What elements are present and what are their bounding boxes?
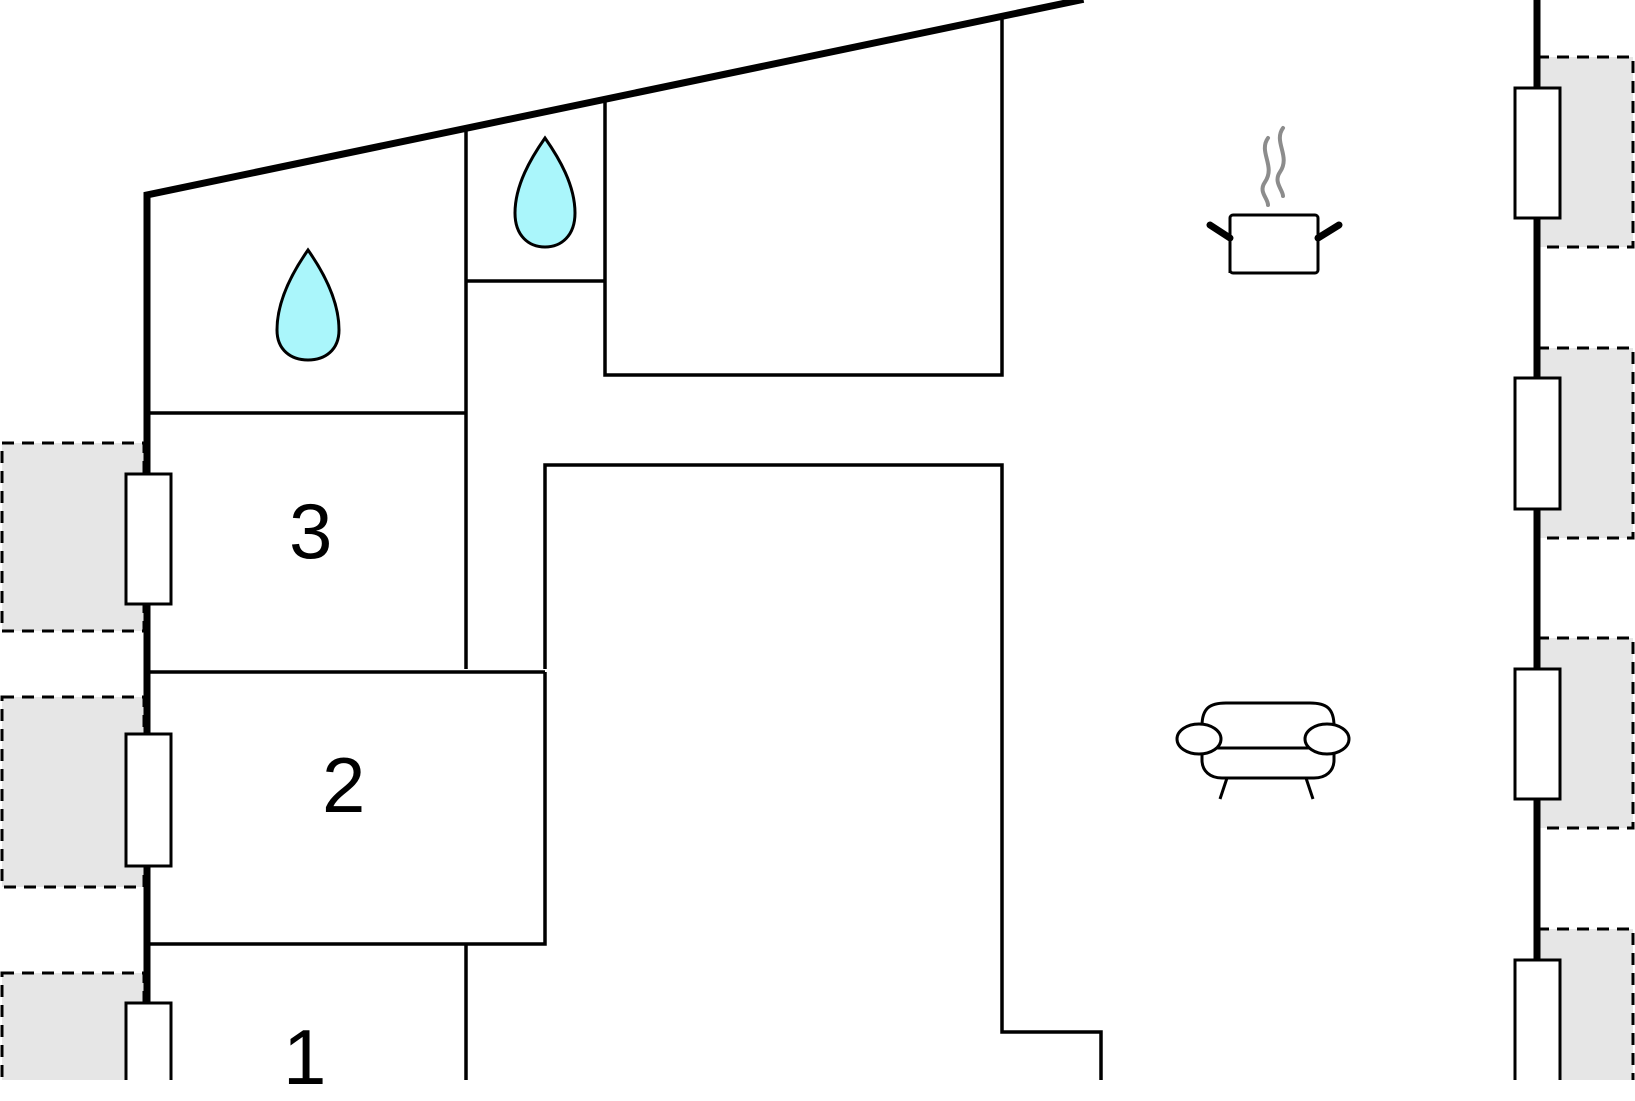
outer-wall-left-and-roof (143, 0, 1085, 1080)
sofa-icon (1175, 701, 1351, 800)
balcony-left-upper (0, 441, 146, 633)
window-left-lower (124, 1001, 173, 1080)
balcony-left-middle (0, 695, 146, 889)
window-left-middle (124, 732, 173, 868)
wall-bedroom2 (147, 672, 547, 946)
water-drop-icon (513, 135, 577, 249)
window-left-upper (124, 472, 173, 606)
room-number-2: 2 (322, 741, 366, 829)
window-right-2 (1513, 376, 1562, 511)
room-number-3: 3 (289, 487, 333, 575)
balcony-left-lower (0, 971, 146, 1080)
window-right-1 (1513, 86, 1562, 220)
room-number-1: 1 (283, 1013, 327, 1101)
window-right-4 (1513, 958, 1562, 1080)
cooking-pot-icon (1206, 126, 1343, 275)
water-drop-icon (275, 247, 341, 362)
window-right-3 (1513, 667, 1562, 801)
wall-core (543, 463, 1103, 1080)
wall-storage (603, 18, 1004, 377)
